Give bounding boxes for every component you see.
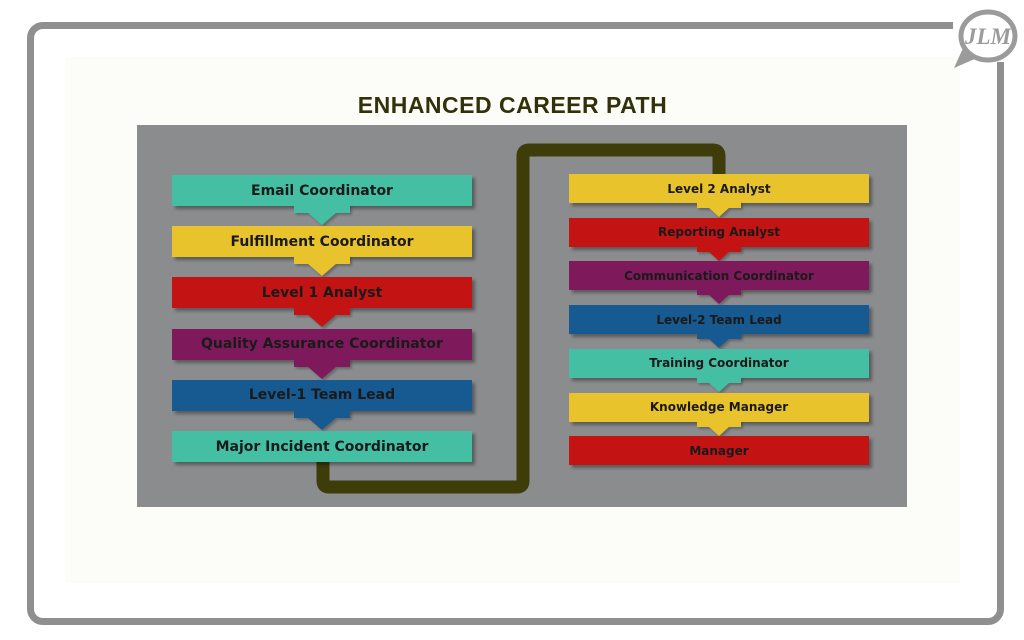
career-box-label: Email Coordinator (251, 182, 393, 199)
career-box: Communication Coordinator (569, 261, 869, 291)
connector-line (316, 143, 726, 494)
career-box-label: Level-2 Team Lead (656, 312, 782, 327)
career-box-label: Communication Coordinator (624, 268, 814, 283)
speech-bubble-tail-icon (954, 46, 977, 68)
career-box-label: Knowledge Manager (649, 400, 789, 414)
down-arrow-icon (697, 376, 741, 396)
career-box: Quality Assurance Coordinator (172, 328, 472, 360)
down-arrow-icon (294, 409, 350, 434)
down-arrow-icon (697, 420, 741, 440)
speech-bubble-icon (958, 9, 1018, 63)
career-box-label: Manager (689, 443, 749, 458)
down-arrow-icon (697, 333, 741, 352)
career-box-label: Level 2 Analyst (667, 181, 771, 196)
down-arrow-icon (697, 289, 741, 308)
connector-svg (316, 143, 726, 494)
career-box: Level 1 Analyst (172, 277, 472, 309)
down-arrow-icon (294, 358, 350, 383)
down-arrow-icon (697, 202, 741, 221)
career-box: Level-2 Team Lead (569, 305, 869, 335)
down-arrow-icon (294, 307, 350, 331)
career-box: Level-1 Team Lead (172, 379, 472, 411)
decorative-frame (27, 22, 1004, 625)
diagram-title: ENHANCED CAREER PATH (357, 92, 668, 118)
down-arrow-icon (697, 245, 741, 265)
career-box-label: Reporting Analyst (657, 225, 781, 240)
down-arrow-icon (294, 205, 350, 229)
career-box: Fulfillment Coordinator (172, 226, 472, 258)
logo-text: JLM (964, 24, 1013, 49)
career-box: Level 2 Analyst (569, 174, 869, 203)
career-box-label: Fulfillment Coordinator (230, 233, 414, 250)
career-box-label: Level 1 Analyst (261, 284, 383, 301)
career-box: Email Coordinator (172, 175, 472, 206)
career-box-label: Level-1 Team Lead (248, 387, 396, 404)
career-box: Knowledge Manager (569, 392, 869, 422)
career-box-label: Quality Assurance Coordinator (201, 336, 443, 353)
career-box: Major Incident Coordinator (172, 431, 472, 462)
career-box-label: Major Incident Coordinator (215, 438, 429, 455)
career-box: Reporting Analyst (569, 217, 869, 247)
down-arrow-icon (294, 256, 350, 280)
career-box-label: Training Coordinator (649, 356, 789, 371)
career-box: Manager (569, 436, 869, 466)
logo: JLM (954, 9, 1018, 68)
career-box: Training Coordinator (569, 348, 869, 378)
